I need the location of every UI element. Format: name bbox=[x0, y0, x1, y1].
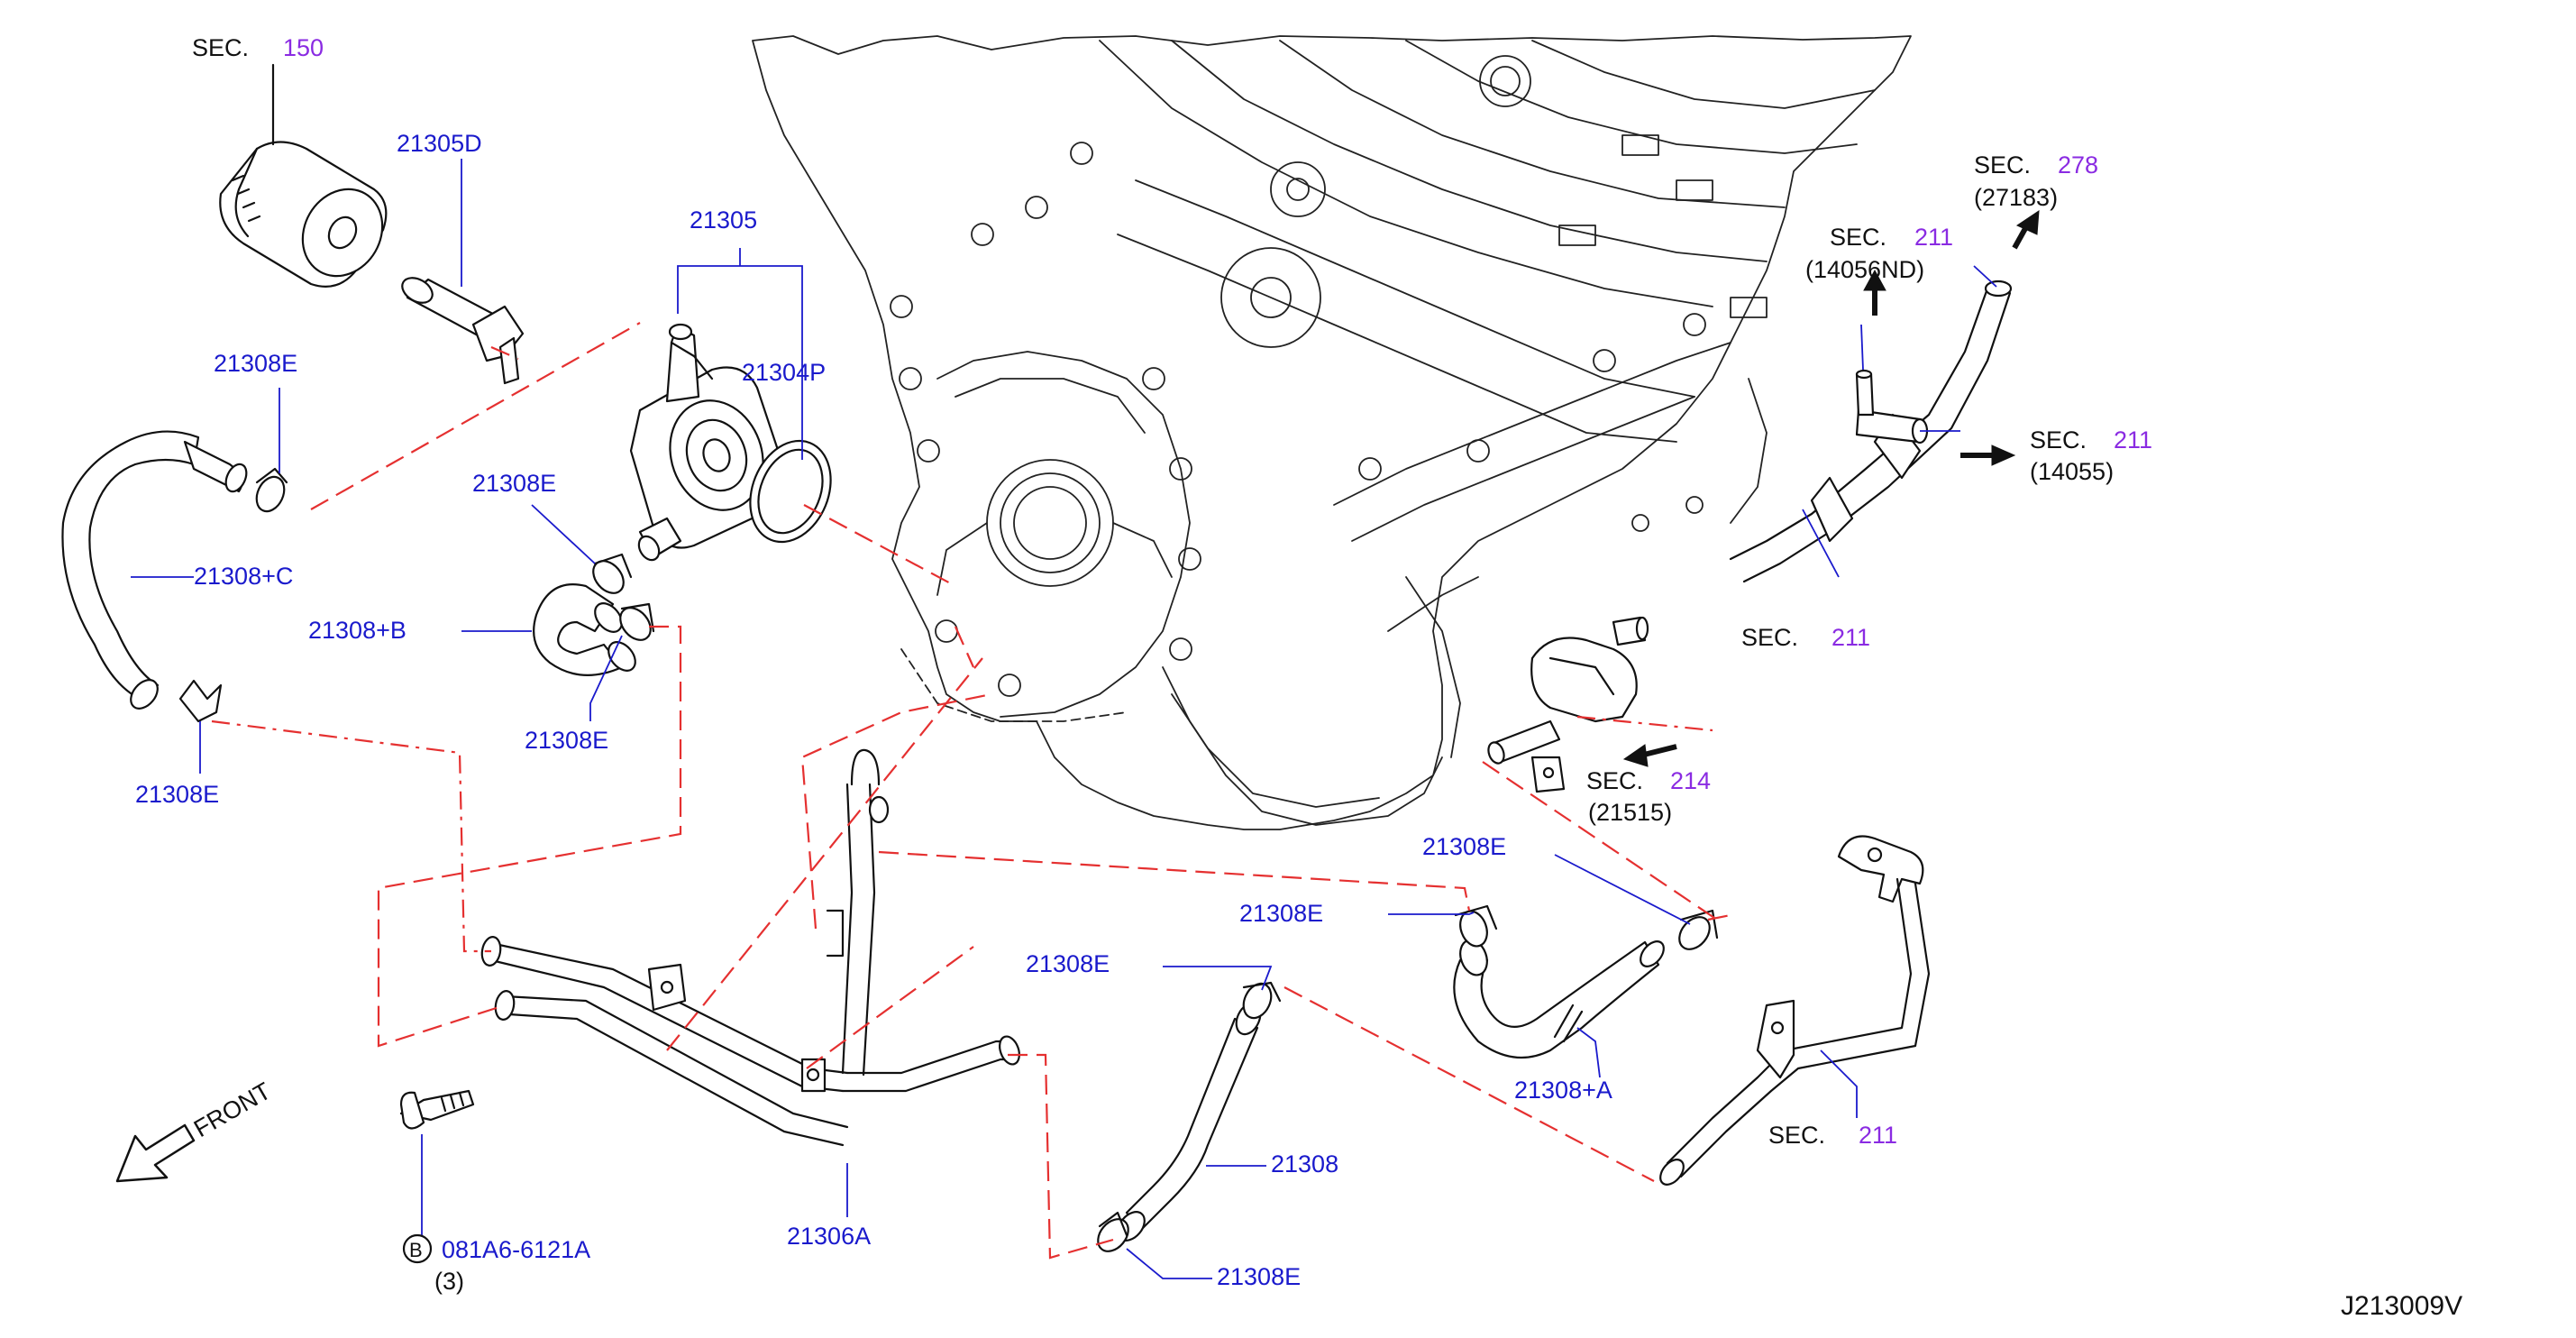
part-21308E-h: 21308E bbox=[1217, 1263, 1301, 1290]
clamp-21308E-bottom-left bbox=[178, 679, 223, 723]
oil-filter-drawing bbox=[219, 63, 388, 288]
sec278-number: 278 bbox=[2058, 151, 2098, 179]
part-21308E-d: 21308E bbox=[525, 727, 608, 754]
part-21308E-e: 21308E bbox=[1422, 833, 1506, 860]
water-outlet-drawing bbox=[1487, 616, 1649, 793]
clamp-21308E-hoseA-top bbox=[1454, 904, 1498, 948]
sec211b-code: (14055) bbox=[2030, 458, 2114, 485]
sec278-code: (27183) bbox=[1974, 184, 2058, 211]
sec211b-number: 211 bbox=[2114, 426, 2152, 454]
clamp-21308E-lower-mid bbox=[619, 602, 655, 641]
bolt-callout-letter: B bbox=[409, 1239, 423, 1261]
sec214-code: (21515) bbox=[1588, 799, 1672, 826]
hose-21308A-drawing bbox=[1453, 939, 1665, 1059]
part-21306A: 21306A bbox=[787, 1223, 871, 1250]
part-21308A: 21308+A bbox=[1514, 1077, 1612, 1104]
water-pipe-sec211-lower-drawing bbox=[1659, 835, 1931, 1186]
sec211d-number: 211 bbox=[1859, 1122, 1897, 1149]
sec214-prefix: SEC. bbox=[1586, 767, 1643, 794]
sec211c-prefix: SEC. bbox=[1741, 624, 1798, 651]
diagram-id: J213009V bbox=[2341, 1291, 2462, 1321]
sec211a-number: 211 bbox=[1914, 224, 1953, 251]
connection-lines bbox=[211, 322, 1731, 1260]
sec211a-prefix: SEC. bbox=[1830, 224, 1886, 251]
part-21308B: 21308+B bbox=[308, 617, 406, 644]
part-21305: 21305 bbox=[690, 206, 757, 234]
part-21308E-c: 21308E bbox=[472, 470, 556, 497]
part-21308C: 21308+C bbox=[194, 563, 293, 590]
hose-21308B-drawing bbox=[533, 583, 636, 676]
part-21305D: 21305D bbox=[397, 130, 482, 157]
sec211d-prefix: SEC. bbox=[1768, 1122, 1825, 1149]
part-21308E-b: 21308E bbox=[135, 781, 219, 808]
arrow-sec211-right bbox=[1960, 444, 2016, 466]
oil-cooler-21305-drawing bbox=[629, 323, 786, 562]
bolt-quantity: (3) bbox=[434, 1268, 464, 1295]
part-21308E-a: 21308E bbox=[214, 350, 297, 377]
water-pipe-sec211-upper-drawing bbox=[1729, 280, 2013, 583]
hose-21308C-drawing bbox=[61, 430, 248, 710]
sec211c-number: 211 bbox=[1832, 624, 1870, 651]
labels: SEC. 150 21305D 21305 21304P 21308E 2130… bbox=[135, 34, 2462, 1321]
part-21308E-f: 21308E bbox=[1239, 900, 1323, 927]
part-21304P: 21304P bbox=[742, 359, 826, 386]
connector-21305D-drawing bbox=[401, 159, 525, 385]
part-21308: 21308 bbox=[1271, 1150, 1338, 1178]
arrow-sec211-up bbox=[1863, 269, 1886, 316]
sec214-number: 214 bbox=[1670, 767, 1711, 794]
part-21308E-g: 21308E bbox=[1026, 950, 1110, 977]
clamp-21308E-right bbox=[1678, 909, 1719, 950]
sec150-prefix: SEC. bbox=[192, 34, 249, 61]
arrow-sec278-up bbox=[2012, 210, 2040, 250]
sec150-number: 150 bbox=[283, 34, 324, 61]
front-label: FRONT bbox=[189, 1077, 276, 1142]
clamp-21308E-hose-top bbox=[1242, 981, 1282, 1020]
gasket-21304P-drawing bbox=[749, 439, 832, 544]
hose-21308-drawing bbox=[1117, 1002, 1262, 1242]
sec211b-prefix: SEC. bbox=[2030, 426, 2087, 454]
clamp-21308E-upper-mid bbox=[592, 553, 633, 594]
clamp-21308E-top-left bbox=[255, 467, 288, 513]
bolt-081A6-drawing bbox=[399, 1089, 475, 1130]
bolt-part-number: 081A6-6121A bbox=[442, 1236, 590, 1263]
arrow-sec214-left bbox=[1622, 744, 1677, 767]
sec211a-code: (14056ND) bbox=[1805, 256, 1924, 283]
front-arrow bbox=[115, 1123, 196, 1183]
clamp-21308E-hose-bottom bbox=[1097, 1211, 1129, 1252]
sec278-prefix: SEC. bbox=[1974, 151, 2031, 179]
pipe-21306A-drawing bbox=[480, 748, 1020, 1147]
bolt-callout-circle bbox=[402, 1233, 433, 1264]
engine-block-drawing bbox=[752, 35, 1912, 830]
